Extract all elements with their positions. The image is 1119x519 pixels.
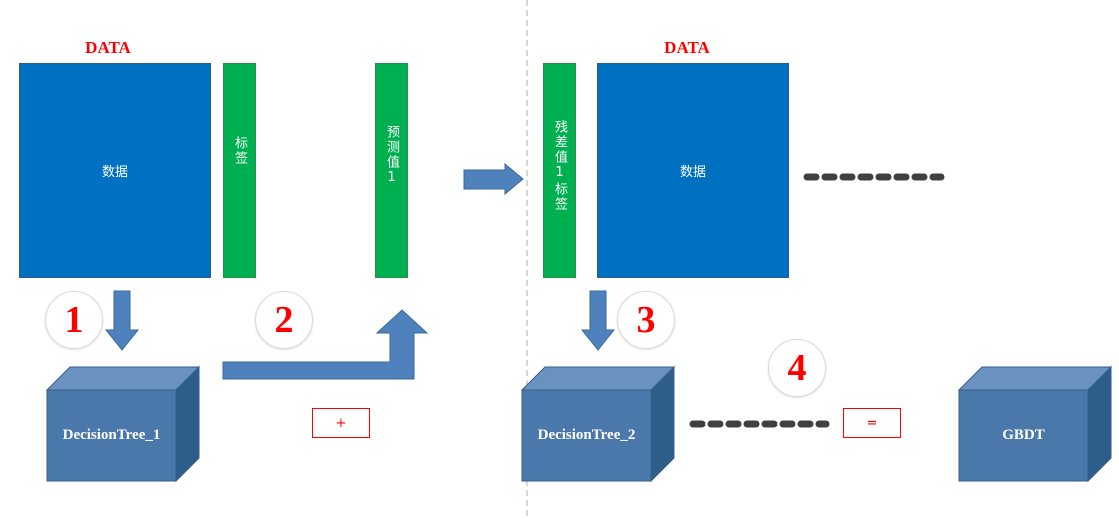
- label-bar: 标签: [223, 63, 256, 278]
- decisiontree-2-label: DecisionTree_2: [537, 427, 636, 443]
- cube-gbdt: [957, 365, 1113, 483]
- data-block-1: 数据: [19, 63, 211, 278]
- step-3-badge: 3: [617, 291, 675, 349]
- step-2-badge: 2: [255, 291, 313, 349]
- prediction-bar-1-text: 预测值1: [384, 124, 399, 187]
- equals-operator: =: [843, 408, 901, 438]
- residual-bar-text: 残差值1标签: [552, 119, 567, 212]
- data-heading-1: DATA: [85, 38, 131, 57]
- gbdt-label: GBDT: [1002, 427, 1045, 443]
- prediction-bar-1: 预测值1: [375, 63, 408, 278]
- label-bar-text: 标签: [232, 135, 247, 166]
- residual-bar: 残差值1标签: [543, 63, 576, 278]
- data-block-2-label: 数据: [679, 165, 706, 180]
- arrow-bent-2: [222, 309, 429, 380]
- data-block-1-label: 数据: [101, 165, 128, 180]
- decisiontree-1-label: DecisionTree_1: [62, 427, 161, 443]
- cube-decisiontree-1: [45, 365, 201, 483]
- step-1-badge: 1: [45, 291, 103, 349]
- arrow-right-transfer: [463, 162, 524, 196]
- arrow-down-3: [580, 290, 616, 351]
- step-4-badge: 4: [768, 339, 826, 397]
- cube-decisiontree-2: [520, 365, 676, 483]
- data-heading-2: DATA: [664, 38, 710, 57]
- arrow-down-1: [104, 290, 140, 351]
- plus-operator: +: [312, 408, 370, 438]
- data-block-2: 数据: [597, 63, 789, 278]
